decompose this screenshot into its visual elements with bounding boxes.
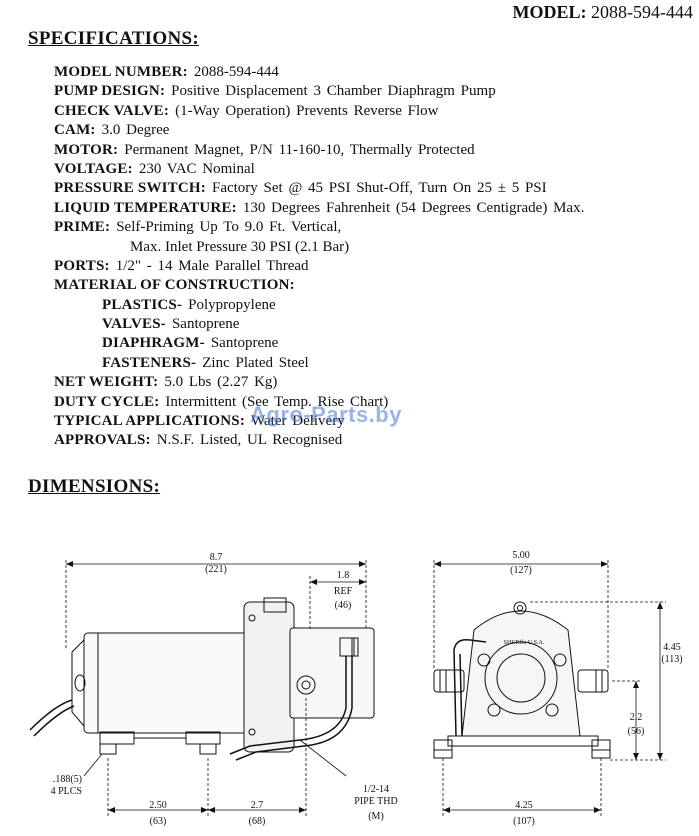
spec-row-continued: Max. Inlet Pressure 30 PSI (2.1 Bar) bbox=[130, 238, 350, 255]
model-label: MODEL: bbox=[512, 2, 587, 22]
dim-base2-mm: (68) bbox=[249, 816, 266, 827]
dim-width-mm: (127) bbox=[510, 565, 532, 576]
spec-row: MATERIAL OF CONSTRUCTION: bbox=[54, 277, 295, 294]
spec-row: PORTS:1/2" - 14 Male Parallel Thread bbox=[54, 257, 309, 274]
spec-row: DUTY CYCLE:Intermittent (See Temp. Rise … bbox=[54, 393, 389, 410]
dim-base-width-mm: (107) bbox=[513, 816, 535, 827]
dim-ref-mm: (46) bbox=[335, 600, 352, 611]
spec-row: MODEL NUMBER:2088-594-444 bbox=[54, 64, 279, 80]
spec-row: MOTOR:Permanent Magnet, P/N 11-160-10, T… bbox=[54, 141, 475, 158]
dimensions-heading: DIMENSIONS: bbox=[28, 476, 161, 497]
spec-row: PUMP DESIGN:Positive Displacement 3 Cham… bbox=[54, 83, 496, 100]
pump-side-view bbox=[29, 597, 375, 761]
watermark: Agro-Parts.by bbox=[250, 402, 402, 427]
spec-row: LIQUID TEMPERATURE:130 Degrees Fahrenhei… bbox=[54, 199, 585, 216]
dim-overall-length: 8.7 bbox=[210, 552, 223, 563]
pipe-thread-type: (M) bbox=[368, 811, 384, 822]
dim-hole: .188(5) bbox=[53, 774, 82, 785]
dim-base-width: 4.25 bbox=[515, 800, 533, 811]
model-value: 2088-594-444 bbox=[591, 2, 693, 22]
dim-base1: 2.50 bbox=[149, 800, 167, 811]
specifications-heading: SPECIFICATIONS: bbox=[28, 28, 199, 49]
pipe-thread-size: 1/2-14 bbox=[363, 784, 389, 795]
dim-base1-mm: (63) bbox=[150, 816, 167, 827]
spec-row: NET WEIGHT:5.0 Lbs (2.27 Kg) bbox=[54, 374, 278, 391]
spec-row: APPROVALS:N.S.F. Listed, UL Recognised bbox=[54, 432, 343, 449]
spec-row: TYPICAL APPLICATIONS:Water Delivery bbox=[54, 413, 345, 430]
spec-subrow: PLASTICS-Polypropylene bbox=[102, 296, 276, 313]
dim-height-mm: (113) bbox=[661, 654, 682, 665]
spec-row: VOLTAGE:230 VAC Nominal bbox=[54, 160, 255, 177]
spec-list: MODEL NUMBER:2088-594-444 PUMP DESIGN:Po… bbox=[54, 63, 694, 451]
dimension-drawing: 8.7 (221) 1.8 REF (46) .188(5) 4 PLCS 2.… bbox=[29, 550, 683, 827]
dim-ref-label: REF bbox=[334, 586, 353, 597]
spec-row: PRIME:Self-Priming Up To 9.0 Ft. Vertica… bbox=[54, 219, 342, 236]
dim-height: 4.45 bbox=[663, 642, 681, 653]
spec-subrow: DIAPHRAGM-Santoprene bbox=[102, 335, 279, 352]
spec-row: CAM:3.0 Degree bbox=[54, 122, 170, 139]
dim-port-height: 2.2 bbox=[630, 712, 643, 723]
spec-subrow: VALVES-Santoprene bbox=[102, 316, 240, 333]
dim-hole-count: 4 PLCS bbox=[51, 786, 82, 797]
model-header: MODEL: 2088-594-444 bbox=[513, 2, 694, 23]
pump-end-view bbox=[433, 601, 611, 759]
spec-row: CHECK VALVE:(1-Way Operation) Prevents R… bbox=[54, 102, 439, 119]
spec-row: PRESSURE SWITCH:Factory Set @ 45 PSI Shu… bbox=[54, 180, 547, 197]
dim-port-height-mm: (56) bbox=[628, 726, 645, 737]
dim-overall-length-mm: (221) bbox=[205, 564, 227, 575]
spec-subrow: FASTENERS-Zinc Plated Steel bbox=[102, 354, 309, 371]
dim-base2: 2.7 bbox=[251, 800, 264, 811]
dim-width: 5.00 bbox=[512, 550, 530, 561]
brand-mark: SHURflo U.S.A. bbox=[504, 639, 545, 646]
pipe-thread-label: PIPE THD bbox=[354, 796, 397, 807]
dim-ref: 1.8 bbox=[337, 570, 350, 581]
